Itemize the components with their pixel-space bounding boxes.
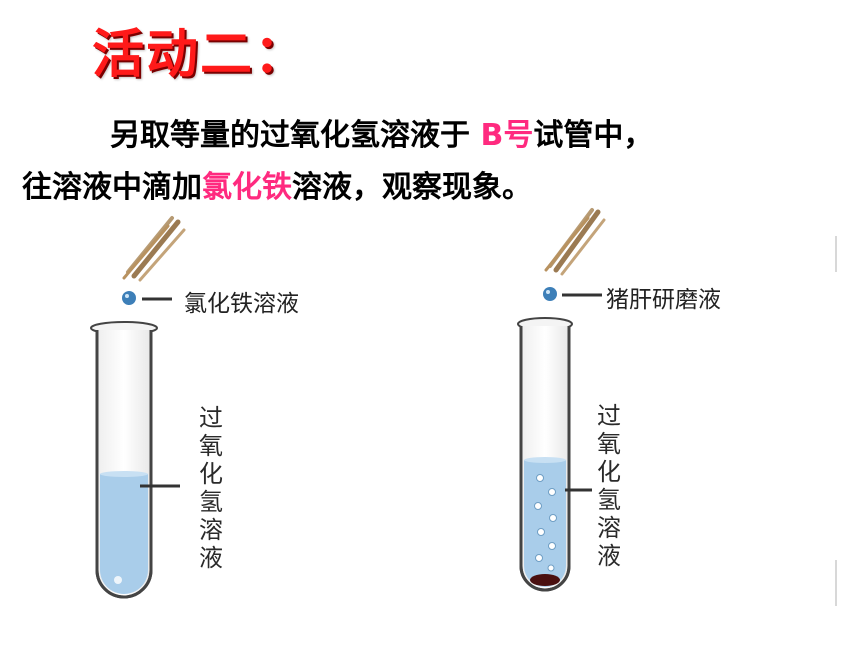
left-dropper-label: 氯化铁溶液 bbox=[184, 291, 299, 317]
left-drop-icon bbox=[122, 291, 136, 305]
instruction-line-2-pre: 往溶液中滴加 bbox=[22, 170, 202, 205]
oxygen-bubbles bbox=[534, 474, 557, 572]
right-liquid bbox=[524, 460, 566, 587]
left-dropper-icon bbox=[122, 216, 186, 282]
left-liquid bbox=[100, 474, 148, 594]
right-solution-label: 过氧化氢溶液 bbox=[597, 402, 621, 570]
right-drop-icon bbox=[543, 287, 557, 301]
instruction-line-2: 往溶液中滴加氯化铁溶液，观察现象。 bbox=[22, 162, 532, 206]
instruction-line-2-post: 溶液，观察现象。 bbox=[292, 170, 532, 205]
tube-b-highlight: B号 bbox=[480, 118, 534, 153]
instruction-line-1-post: 试管中， bbox=[533, 118, 654, 153]
liver-sediment bbox=[530, 574, 560, 586]
instruction-line-1-pre: 另取等量的过氧化氢溶液于 bbox=[110, 118, 481, 153]
slide-title: 活动二： bbox=[92, 25, 309, 85]
left-solution-label: 过氧化氢溶液 bbox=[199, 404, 223, 572]
right-dropper-icon bbox=[544, 208, 606, 276]
instruction-line-1: 另取等量的过氧化氢溶液于 B号试管中， bbox=[110, 110, 653, 154]
right-dropper-label: 猪肝研磨液 bbox=[606, 287, 721, 313]
ferric-chloride-highlight: 氯化铁 bbox=[202, 170, 292, 205]
left-test-tube bbox=[90, 321, 158, 599]
right-test-tube bbox=[517, 317, 573, 592]
